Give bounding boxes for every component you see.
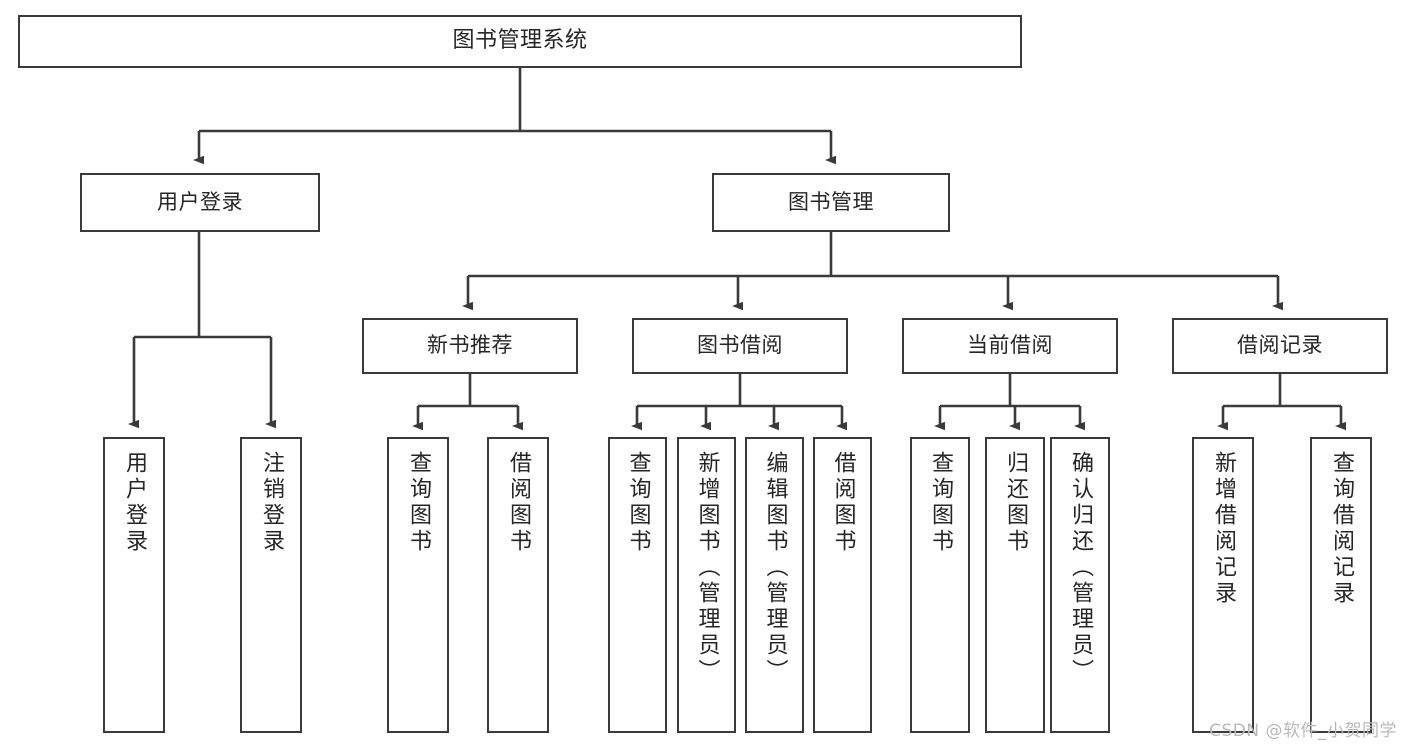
node-label: 图书管理 — [788, 189, 874, 214]
node-book-manage[interactable]: 图书管理 — [712, 173, 950, 232]
node-leaf-borrow-book-1[interactable]: 借阅图书 — [487, 437, 549, 733]
node-borrow-record[interactable]: 借阅记录 — [1172, 318, 1388, 374]
node-leaf-borrow-book-2[interactable]: 借阅图书 — [813, 437, 872, 733]
node-leaf-user-login[interactable]: 用户登录 — [103, 437, 165, 733]
node-label: 图书借阅 — [697, 333, 783, 358]
node-label: 查询图书 — [928, 451, 953, 555]
node-leaf-query-book-3[interactable]: 查询图书 — [910, 437, 970, 733]
node-leaf-logout[interactable]: 注销登录 — [240, 437, 302, 733]
node-leaf-query-book-2[interactable]: 查询图书 — [608, 437, 667, 733]
node-label: 编辑图书（管理员） — [762, 451, 788, 685]
node-leaf-query-book-1[interactable]: 查询图书 — [387, 437, 449, 733]
node-label: 当前借阅 — [967, 333, 1053, 358]
node-label: 借阅图书 — [830, 451, 856, 555]
node-book-borrow[interactable]: 图书借阅 — [632, 318, 848, 374]
watermark-text: CSDN @软件_小贺同学 — [1209, 721, 1397, 741]
node-label: 查询借阅记录 — [1329, 451, 1354, 607]
node-label: 借阅记录 — [1237, 333, 1323, 358]
node-leaf-add-record[interactable]: 新增借阅记录 — [1192, 437, 1254, 733]
node-current-borrow[interactable]: 当前借阅 — [902, 318, 1118, 374]
node-leaf-query-record[interactable]: 查询借阅记录 — [1310, 437, 1372, 733]
node-user-login[interactable]: 用户登录 — [80, 173, 320, 232]
node-leaf-return-book[interactable]: 归还图书 — [985, 437, 1045, 733]
node-label: 查询图书 — [625, 451, 651, 555]
node-label: 查询图书 — [406, 451, 431, 555]
node-new-book-recommend[interactable]: 新书推荐 — [362, 318, 578, 374]
node-leaf-add-book[interactable]: 新增图书（管理员） — [677, 437, 736, 733]
node-label: 用户登录 — [122, 451, 147, 555]
node-label: 新增借阅记录 — [1211, 451, 1236, 607]
node-label: 新增图书（管理员） — [694, 451, 720, 685]
node-label: 归还图书 — [1003, 451, 1028, 555]
node-leaf-edit-book[interactable]: 编辑图书（管理员） — [745, 437, 804, 733]
node-label: 注销登录 — [259, 451, 284, 555]
node-label: 借阅图书 — [506, 451, 531, 555]
node-label: 确认归还（管理员） — [1068, 451, 1093, 685]
node-leaf-confirm-return[interactable]: 确认归还（管理员） — [1050, 437, 1110, 733]
node-label: 图书管理系统 — [452, 28, 588, 54]
node-label: 用户登录 — [157, 189, 243, 214]
node-label: 新书推荐 — [427, 333, 513, 358]
node-root-system[interactable]: 图书管理系统 — [18, 15, 1022, 68]
